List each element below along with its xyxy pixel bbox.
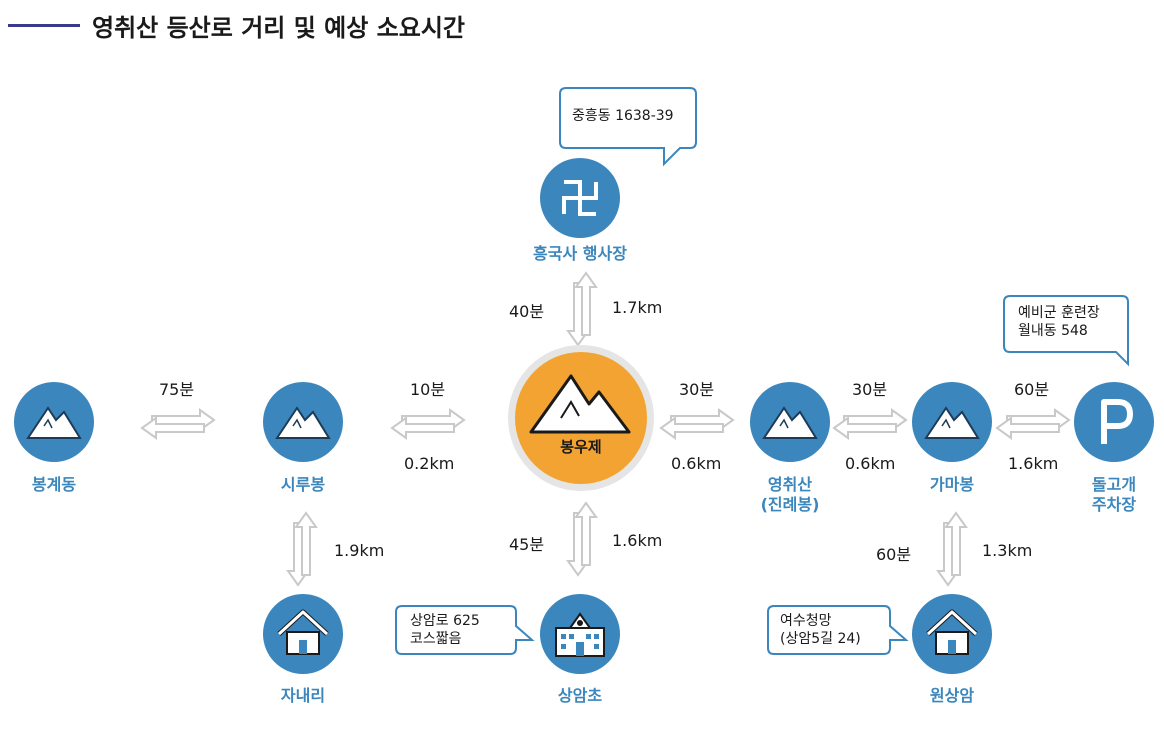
route-bonggye-siru-time: 75분 (159, 380, 195, 399)
node-siru (263, 382, 343, 462)
route-center-temple-time: 40분 (509, 302, 545, 321)
school-note-line2: 코스짧음 (410, 631, 462, 647)
temple-swastika-icon (562, 180, 598, 216)
route-siru-center-time: 10분 (410, 380, 446, 399)
route-jinrye-gama-time: 30분 (852, 380, 888, 399)
node-temple-label: 흥국사 행사장 (533, 244, 627, 263)
node-sangam-school-label: 상암초 (557, 686, 603, 705)
arrow-bonggye-siru (141, 409, 215, 439)
node-wonsangam (912, 594, 992, 674)
page-title: 영취산 등산로 거리 및 예상 소요시간 (92, 14, 465, 42)
bubble-parking-shape (1003, 295, 1129, 367)
node-center (515, 352, 647, 484)
node-wonsangam-label: 원상암 (929, 686, 975, 705)
house-icon (926, 609, 978, 655)
node-janae (263, 594, 343, 674)
node-center-label: 봉우제 (560, 438, 602, 456)
node-parking-label-line1: 돌고개 (1091, 475, 1137, 494)
arrow-jinrye-gama (833, 409, 907, 439)
node-jinrye (750, 382, 830, 462)
route-center-temple-distance: 1.7km (612, 298, 663, 317)
school-icon (555, 612, 605, 657)
route-jinrye-gama-distance: 0.6km (845, 454, 896, 473)
arrow-siru-janae (287, 512, 317, 586)
arrow-center-jinrye (660, 409, 734, 439)
node-gama (912, 382, 992, 462)
node-parking (1074, 382, 1154, 462)
route-center-jinrye-distance: 0.6km (671, 454, 722, 473)
node-siru-label: 시루봉 (280, 475, 326, 494)
parking-note-line2: 월내동 548 (1018, 323, 1088, 339)
school-note-line1: 상암로 625 (410, 613, 480, 629)
route-siru-center-distance: 0.2km (404, 454, 455, 473)
arrow-gama-parking (996, 409, 1070, 439)
mountain-icon (762, 406, 818, 439)
route-center-school-time: 45분 (509, 535, 545, 554)
house-icon (277, 609, 329, 655)
node-bonggye-label: 봉계동 (31, 475, 77, 494)
mountain-icon (26, 406, 82, 439)
mountain-icon (275, 406, 331, 439)
arrow-gama-wonsangam (937, 512, 967, 586)
parking-note-line1: 예비군 훈련장 (1018, 305, 1100, 321)
node-sangam-school (540, 594, 620, 674)
route-gama-parking-distance: 1.6km (1008, 454, 1059, 473)
bubble-school-shape (395, 605, 535, 655)
temple-address-note: 중흥동 1638-39 (572, 108, 674, 124)
parking-icon (1101, 399, 1133, 444)
node-temple (540, 158, 620, 238)
node-janae-label: 자내리 (280, 686, 326, 705)
node-jinrye-label-line2: (진례봉) (760, 495, 820, 514)
route-gama-wonsangam-distance: 1.3km (982, 541, 1033, 560)
title-accent-line (8, 24, 80, 27)
wonsangam-note-line1: 여수청망 (780, 613, 832, 629)
node-gama-label: 가마봉 (929, 475, 975, 494)
bubble-temple-shape (559, 87, 697, 167)
route-gama-parking-time: 60분 (1014, 380, 1050, 399)
arrow-siru-center (391, 409, 465, 439)
node-bonggye (14, 382, 94, 462)
route-center-school-distance: 1.6km (612, 531, 663, 550)
bubble-wonsangam-shape (767, 605, 909, 655)
route-siru-janae-distance: 1.9km (334, 541, 385, 560)
wonsangam-note-line2: (상암5길 24) (780, 631, 861, 647)
route-center-jinrye-time: 30분 (679, 380, 715, 399)
mountain-icon (924, 406, 980, 439)
mountain-icon (529, 374, 631, 434)
node-jinrye-label-line1: 영취산 (767, 475, 813, 494)
arrow-center-school (567, 502, 597, 576)
node-parking-label-line2: 주차장 (1091, 495, 1137, 514)
arrow-center-temple (567, 272, 597, 346)
route-gama-wonsangam-time: 60분 (876, 545, 912, 564)
